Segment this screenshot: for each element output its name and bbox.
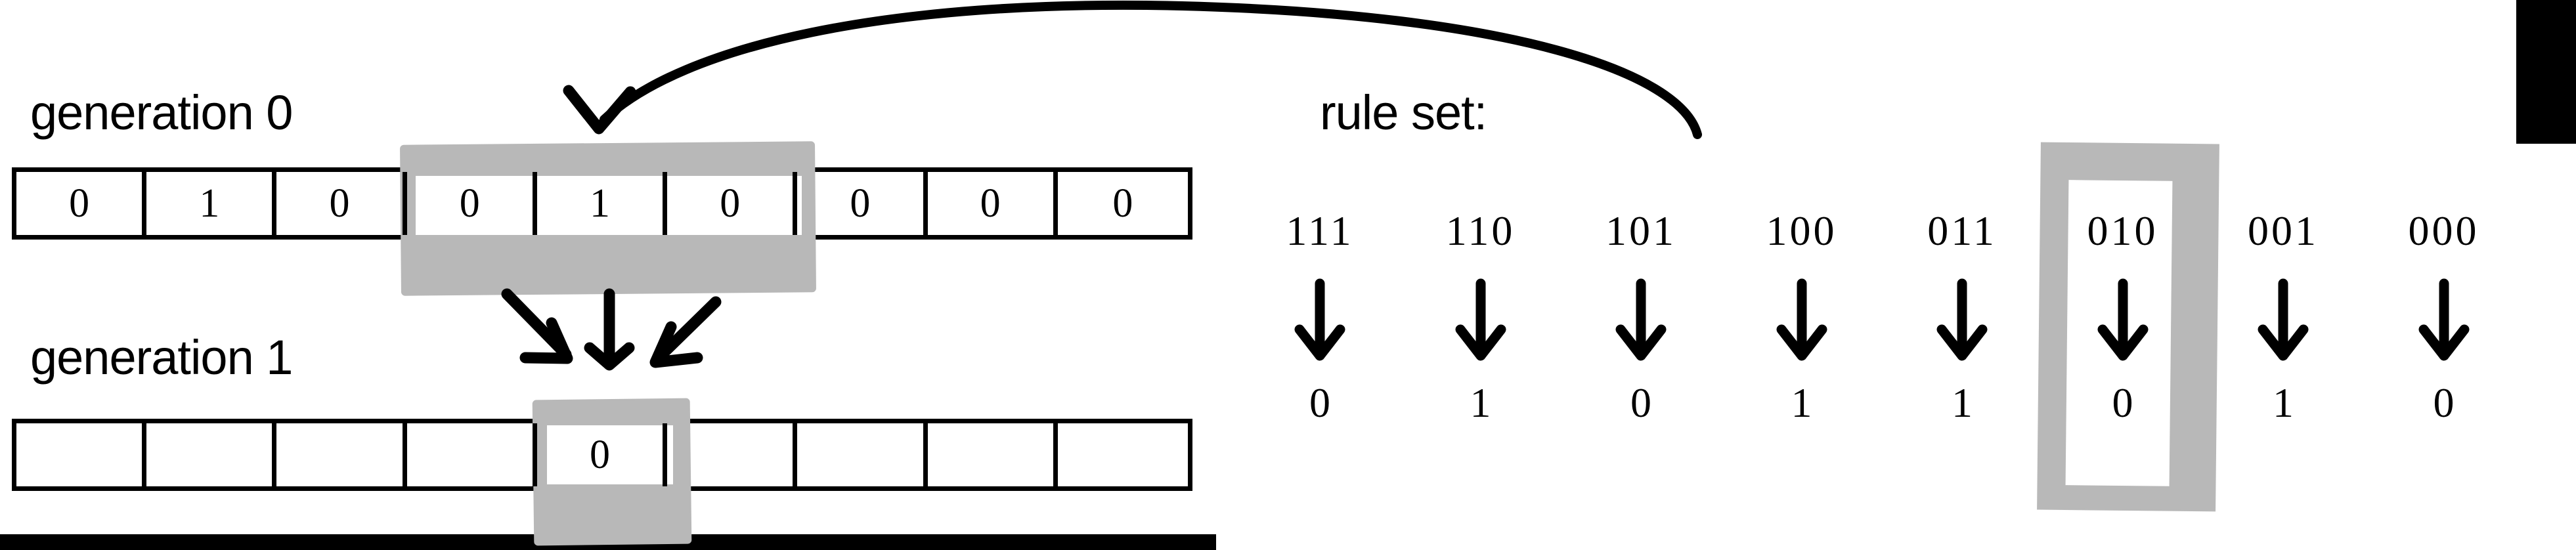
rule-output: 1	[1791, 379, 1812, 426]
rule-column: 010 0	[2054, 210, 2192, 424]
curved-feedback-arrow	[563, 0, 1702, 139]
tape-cell: 1	[146, 172, 277, 235]
tape-cell	[797, 423, 928, 486]
tape-cell: 0	[1112, 180, 1133, 226]
rule-output: 1	[1952, 379, 1973, 426]
tape-cell	[407, 423, 537, 486]
rule-pattern: 101	[1605, 207, 1676, 254]
rule-column: 011 1	[1893, 210, 2031, 424]
generation-1-tape: 0	[12, 419, 1192, 491]
rule-pattern: 110	[1445, 207, 1516, 254]
rule-column: 101 0	[1572, 210, 1710, 424]
rule-column: 111 0	[1251, 210, 1389, 424]
rule-pattern: 111	[1286, 207, 1354, 254]
generation-0-label: generation 0	[30, 85, 293, 140]
tape-cell	[1058, 423, 1188, 486]
highlight-gen0-interior	[416, 176, 802, 235]
rule-column: 100 1	[1733, 210, 1871, 424]
down-arrow-icon	[2375, 278, 2513, 364]
tape-cell	[667, 423, 798, 486]
rule-output: 0	[1309, 379, 1330, 426]
scan-artifact-top-right	[2516, 0, 2576, 144]
rule-output: 0	[2433, 379, 2455, 426]
rule-column: 110 1	[1412, 210, 1550, 424]
rule-pattern: 010	[2087, 207, 2158, 254]
down-arrow-icon	[1733, 278, 1871, 364]
down-arrow-icon	[1893, 278, 2031, 364]
rule-output: 1	[1470, 379, 1491, 426]
tape-cell	[146, 423, 277, 486]
tape-cell	[276, 423, 407, 486]
rule-pattern: 100	[1766, 207, 1837, 254]
rule-pattern: 011	[1927, 207, 1997, 254]
rule-output: 0	[1630, 379, 1651, 426]
tape-cell: 0	[407, 172, 537, 235]
highlight-gen1-interior	[547, 425, 673, 484]
rule-output: 1	[2273, 379, 2294, 426]
down-arrow-icon	[1412, 278, 1550, 364]
down-arrow-icon	[1572, 278, 1710, 364]
generation-1-label: generation 1	[30, 330, 293, 385]
tape-cell	[16, 423, 147, 486]
rule-set-label: rule set:	[1320, 85, 1487, 140]
tape-cell: 0	[928, 172, 1058, 235]
down-arrow-icon	[2054, 278, 2192, 364]
down-arrow-icon	[1251, 278, 1389, 364]
tape-cell: 0	[667, 172, 798, 235]
rule-pattern: 000	[2408, 207, 2479, 254]
tape-cell: 0	[276, 172, 407, 235]
tape-cell: 0	[797, 172, 928, 235]
tape-cell	[928, 423, 1058, 486]
tape-cell: 1	[537, 172, 668, 235]
tape-cell: 0	[537, 423, 668, 486]
rule-column: 001 1	[2214, 210, 2352, 424]
down-arrow-icon	[2214, 278, 2352, 364]
tape-cell: 0	[16, 172, 147, 235]
rule-pattern: 001	[2248, 207, 2319, 254]
three-converging-arrows	[501, 288, 722, 371]
rule-output: 0	[2112, 379, 2133, 426]
